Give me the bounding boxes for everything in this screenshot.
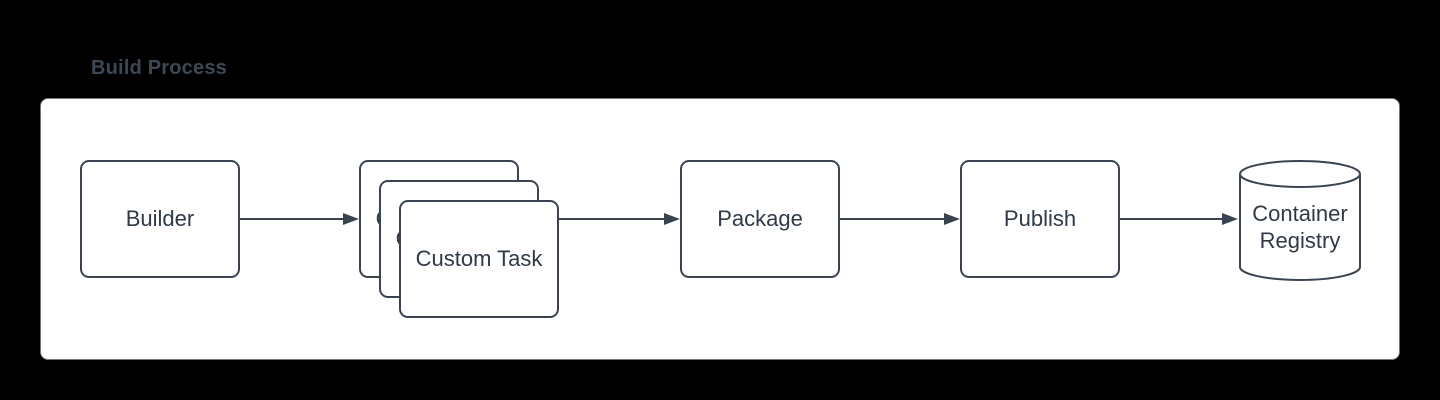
arrowhead-icon <box>1222 213 1238 225</box>
diagram-title: Build Process <box>91 57 227 79</box>
node-custom-task-label: Custom Task <box>415 246 543 271</box>
node-package-label: Package <box>717 206 803 231</box>
node-package[interactable]: Package <box>680 160 840 278</box>
arrowhead-icon <box>944 213 960 225</box>
arrowhead-icon <box>664 213 680 225</box>
node-publish-label: Publish <box>1003 206 1077 231</box>
arrowhead-icon <box>343 213 359 225</box>
node-builder-label: Builder <box>125 206 195 231</box>
node-builder[interactable]: Builder <box>80 160 240 278</box>
edge-builder-to-custom-task[interactable] <box>240 213 359 225</box>
edge-custom-task-to-package[interactable] <box>559 213 680 225</box>
edge-package-to-publish[interactable] <box>840 213 960 225</box>
edge-publish-to-container-registry[interactable] <box>1120 213 1238 225</box>
cylinder-shape-icon <box>1239 160 1361 281</box>
node-container-registry-label: Container Registry <box>1252 201 1348 253</box>
node-custom-task[interactable]: Custom Task <box>399 200 559 318</box>
node-publish[interactable]: Publish <box>960 160 1120 278</box>
node-container-registry[interactable]: Container Registry <box>1238 159 1362 282</box>
